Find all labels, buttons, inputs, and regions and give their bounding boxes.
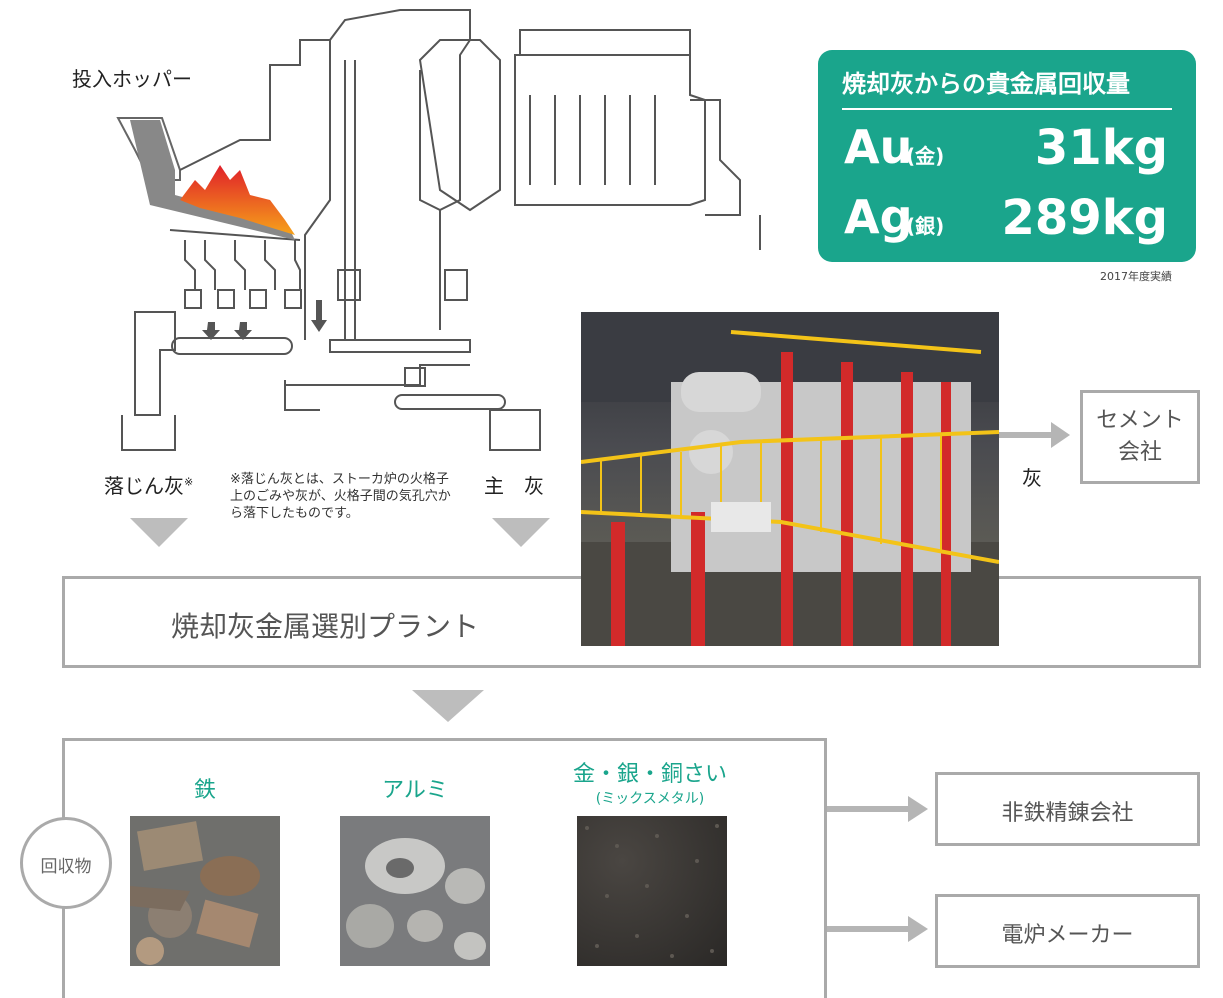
silver-symbol: Ag	[844, 190, 913, 244]
drop-ash-footnote: ※落じん灰とは、ストーカ炉の火格子上のごみや灰が、火格子間の気孔穴から落下したも…	[230, 472, 451, 521]
recovered-circle: 回収物	[20, 817, 112, 909]
recovery-panel: 焼却灰からの貴金属回収量 Au (金) 31kg Ag (銀) 289kg	[818, 50, 1196, 262]
electric-furnace-label: 電炉メーカー	[1001, 923, 1134, 948]
down-triangle-left	[130, 518, 188, 547]
recovered-circle-label: 回収物	[40, 857, 92, 877]
drop-ash-label: 落じん灰※	[104, 470, 193, 499]
gold-symbol: Au	[844, 120, 913, 174]
aluminium-photo	[340, 816, 490, 966]
iron-photo	[130, 816, 280, 966]
plant-photo-drawing	[581, 312, 999, 646]
down-triangle-right	[492, 518, 550, 547]
silver-value: 289kg	[1001, 190, 1168, 246]
cement-company-label: セメント会社	[1096, 408, 1184, 465]
gold-jp: (金)	[906, 144, 945, 168]
aluminium-photo-drawing	[346, 838, 486, 960]
cement-company-box: セメント会社	[1080, 390, 1200, 484]
item-mixmetal-sub: (ミックスメタル)	[595, 791, 705, 807]
hopper-label: 投入ホッパー	[72, 67, 192, 91]
silver-jp: (銀)	[906, 214, 945, 238]
electric-furnace-box: 電炉メーカー	[935, 894, 1200, 968]
item-iron-title: 鉄	[193, 778, 216, 803]
year-note: 2017年度実績	[1100, 270, 1172, 283]
nonferrous-refinery-label: 非鉄精錬会社	[1001, 801, 1134, 826]
plant-box-label: 焼却灰金属選別プラント	[170, 610, 479, 643]
ash-arrow-label: 灰	[1022, 466, 1042, 490]
drop-ash-text: 落じん灰	[104, 474, 184, 498]
recovery-divider	[842, 108, 1172, 110]
plant-photo	[581, 312, 999, 646]
main-ash-label: 主 灰	[484, 474, 544, 498]
nonferrous-refinery-box: 非鉄精錬会社	[935, 772, 1200, 846]
mixmetal-photo	[577, 816, 727, 966]
gold-value: 31kg	[1034, 120, 1168, 176]
item-mixmetal-title: 金・銀・銅さい	[572, 762, 727, 787]
iron-photo-drawing	[130, 821, 260, 965]
down-triangle-center	[412, 690, 484, 722]
item-aluminium-title: アルミ	[382, 778, 448, 803]
mixmetal-photo-drawing	[585, 824, 719, 958]
drop-ash-mark: ※	[184, 475, 194, 489]
recovery-title: 焼却灰からの貴金属回収量	[842, 70, 1130, 98]
